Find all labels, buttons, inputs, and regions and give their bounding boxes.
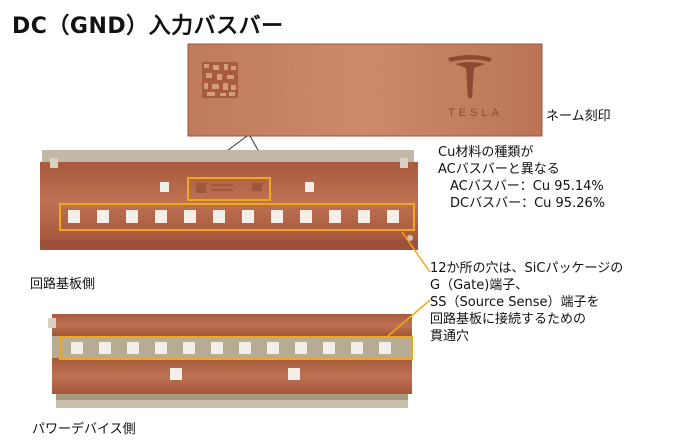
circuit-side-label: 回路基板側 (30, 277, 96, 292)
holes-note-line2: G（Gate)端子、 (430, 278, 529, 293)
material-note-line2: ACバスバーと異なる (438, 162, 560, 177)
stamp-label: ネーム刻印 (546, 109, 611, 124)
tesla-wordmark: TESLA (448, 107, 503, 119)
holes-callout-upper (401, 231, 431, 273)
material-note-line3: ACバスバー：Cu 95.14% (450, 179, 604, 194)
stamp-highlight-box (187, 177, 271, 201)
page-title: DC（GND）入力バスバー (12, 14, 284, 39)
tesla-logo-icon (448, 55, 492, 98)
stamp-line-3: C:95.26% (286, 109, 337, 121)
holes-callout-lower (387, 299, 431, 337)
material-note-line4: DCバスバー：Cu 95.26% (450, 196, 606, 211)
busbar-power-side (48, 314, 413, 408)
material-note: Cu材料の種類が ACバスバーと異なる ACバスバー：Cu 95.14% DCバ… (438, 144, 605, 212)
holes-highlight-upper (59, 203, 415, 231)
holes-note: 12か所の穴は、SiCパッケージの G（Gate)端子、 SS（Source S… (430, 260, 623, 345)
datamatrix-code (202, 62, 238, 98)
busbar-circuit-side (40, 150, 418, 250)
holes-note-line5: 貫通穴 (430, 329, 470, 344)
material-note-line1: Cu材料の種類が (438, 145, 534, 160)
stamp-line-1: (P)1095828-01-D (286, 63, 381, 75)
holes-highlight-lower (59, 336, 413, 360)
stamp-closeup-photo: (P)1095828-01-D (T)MTH18164001VDXD C:95.… (187, 43, 543, 137)
holes-note-line3: SS（Source Sense）端子を (430, 295, 600, 310)
stamp-line-2: (T)MTH18164001VDXD (282, 87, 396, 99)
holes-note-line1: 12か所の穴は、SiCパッケージの (430, 261, 624, 276)
holes-note-line4: 回路基板に接続するための (430, 312, 587, 327)
power-side-label: パワーデバイス側 (32, 422, 136, 437)
